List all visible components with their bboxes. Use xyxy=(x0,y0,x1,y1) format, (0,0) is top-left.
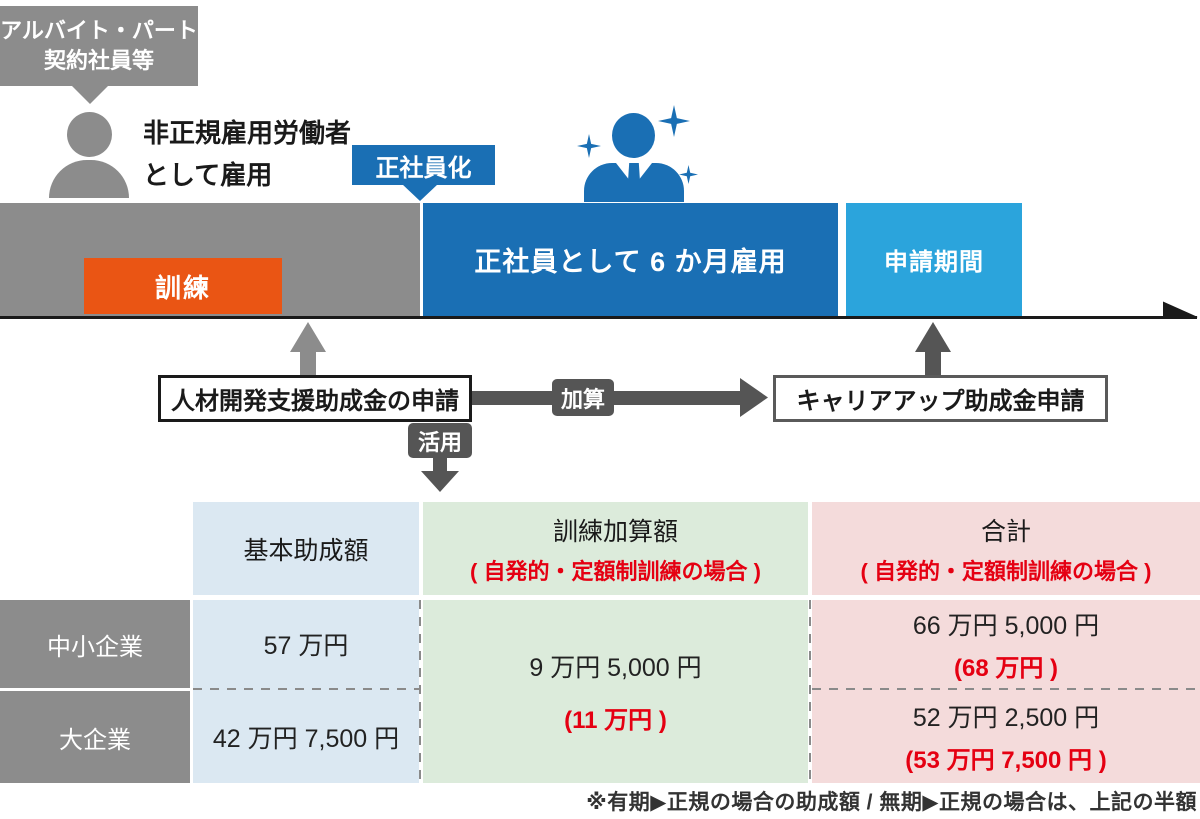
total-large-value: 52 万円 2,500 円 xyxy=(912,704,1100,732)
dashed-divider xyxy=(193,688,419,690)
training-box: 訓練 xyxy=(84,258,282,314)
total-sme-cell: 66 万円 5,000 円 (68 万円 ) xyxy=(812,600,1200,688)
use-label: 活用 xyxy=(408,423,472,458)
header-total-subtitle: ( 自発的・定額制訓練の場合 ) xyxy=(860,558,1152,584)
up-arrow-right-stem xyxy=(925,350,941,375)
down-arrow-head-icon xyxy=(421,471,459,492)
cell-training-addition: 9 万円 5,000 円 (11 万円 ) xyxy=(423,600,808,783)
sparkle-icon xyxy=(577,134,601,158)
dashed-column-separator xyxy=(809,600,811,783)
hire-line1: 非正規雇用労働者 xyxy=(143,118,352,148)
header-addition-subtitle: ( 自発的・定額制訓練の場合 ) xyxy=(470,558,761,584)
time-axis-line xyxy=(0,316,1197,319)
bubble-line1: アルバイト・パート xyxy=(0,18,198,44)
total-sme-value: 66 万円 5,000 円 xyxy=(912,611,1100,640)
dashed-divider xyxy=(812,688,1200,690)
speech-bubble-tail xyxy=(71,85,109,104)
total-large-note: (53 万円 7,500 円 ) xyxy=(905,747,1107,774)
header-basic-subsidy: 基本助成額 xyxy=(193,502,419,595)
header-total-title: 合計 xyxy=(980,517,1031,546)
addition-arrow-head-icon xyxy=(740,378,768,417)
parttime-speech-bubble: アルバイト・パート 契約社員等 xyxy=(0,6,198,86)
footnote: ※有期▶正規の場合の助成額 / 無期▶正規の場合は、上記の半額 xyxy=(586,791,1197,814)
timeline-application-segment: 申請期間 xyxy=(846,203,1022,316)
up-arrow-left-stem xyxy=(300,350,316,375)
up-arrow-left-icon xyxy=(290,322,326,352)
tie-shape xyxy=(628,163,640,193)
addition-value: 9 万円 5,000 円 xyxy=(529,654,702,682)
sparkle-icon xyxy=(658,105,690,137)
basic-sme-value: 57 万円 xyxy=(263,632,349,660)
worker-person-icon xyxy=(67,112,112,157)
addition-label: 加算 xyxy=(552,379,614,416)
header-addition-title: 訓練加算額 xyxy=(552,517,678,546)
total-sme-note: (68 万円 ) xyxy=(953,654,1058,682)
total-large-cell: 52 万円 2,500 円 (53 万円 7,500 円 ) xyxy=(812,690,1200,783)
hire-description: 非正規雇用労働者 として雇用 xyxy=(143,112,351,196)
row-label-sme: 中小企業 xyxy=(0,600,190,688)
timeline-regular-segment: 正社員として 6 か月雇用 xyxy=(423,203,838,316)
dashed-column-separator xyxy=(419,600,421,783)
up-arrow-right-icon xyxy=(915,322,951,352)
row-label-large: 大企業 xyxy=(0,691,190,783)
down-arrow-stem xyxy=(433,458,447,471)
worker-person-icon-body xyxy=(49,160,129,198)
time-axis-arrow-icon xyxy=(1163,301,1198,319)
addition-note: (11 万円 ) xyxy=(564,707,667,734)
basic-large-value: 42 万円 7,500 円 xyxy=(212,724,400,753)
regular-employee-badge: 正社員化 xyxy=(352,145,495,185)
header-total: 合計 ( 自発的・定額制訓練の場合 ) xyxy=(812,502,1200,595)
bubble-line2: 契約社員等 xyxy=(43,48,154,73)
career-up-subsidy-box: キャリアアップ助成金申請 xyxy=(773,375,1108,422)
cell-total: 66 万円 5,000 円 (68 万円 ) 52 万円 2,500 円 (53… xyxy=(812,600,1200,783)
regular-employee-badge-tail xyxy=(402,184,438,201)
hire-line2: として雇用 xyxy=(143,160,273,190)
header-training-addition: 訓練加算額 ( 自発的・定額制訓練の場合 ) xyxy=(423,502,808,595)
hrd-subsidy-box: 人材開発支援助成金の申請 xyxy=(158,375,472,422)
regular-employee-person-icon xyxy=(612,113,655,158)
cell-basic-subsidy: 57 万円 42 万円 7,500 円 xyxy=(193,600,419,783)
header-basic-title: 基本助成額 xyxy=(243,536,369,565)
